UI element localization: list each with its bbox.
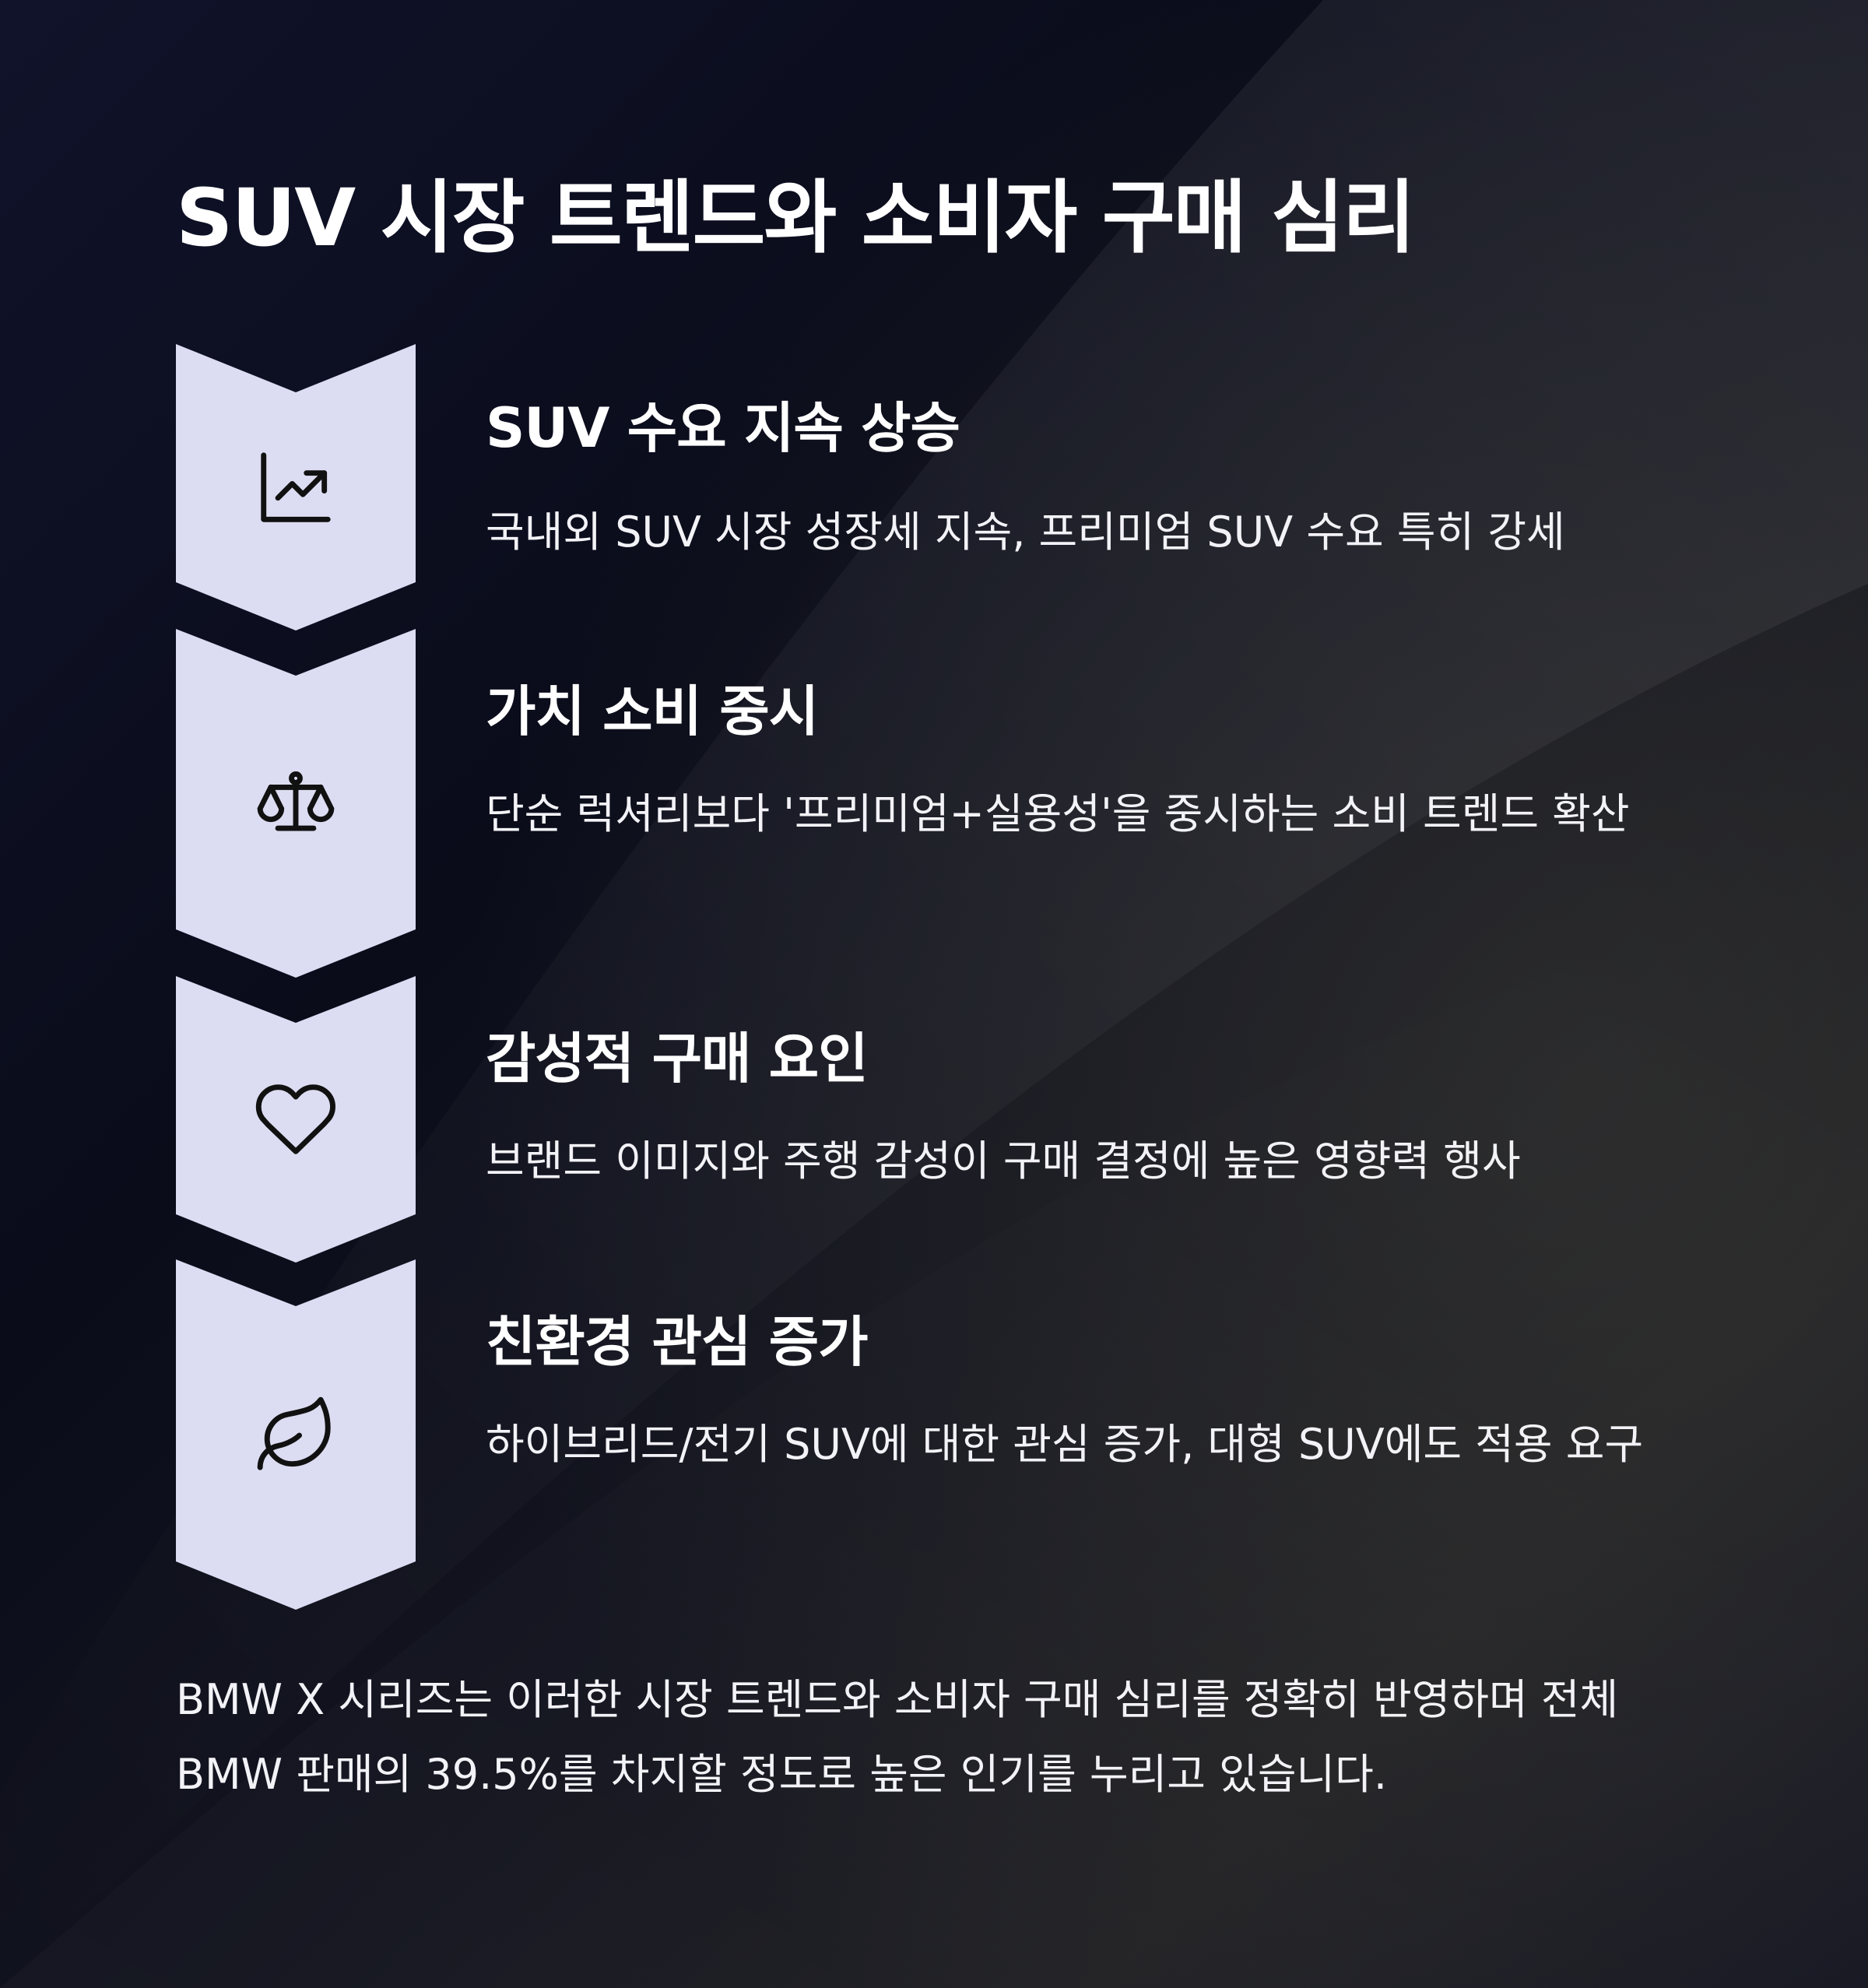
- step-description: 국내외 SUV 시장 성장세 지속, 프리미엄 SUV 수요 특히 강세: [486, 508, 1565, 557]
- balance-scale-icon: [257, 771, 335, 831]
- page-title: SUV 시장 트렌드와 소비자 구매 심리: [176, 172, 1416, 265]
- summary-text: BMW X 시리즈는 이러한 시장 트렌드와 소비자 구매 심리를 정확히 반영…: [176, 1675, 1619, 1799]
- chevron-card: [176, 976, 416, 1263]
- step-description: 하이브리드/전기 SUV에 대한 관심 증가, 대형 SUV에도 적용 요구: [486, 1420, 1644, 1469]
- step-title: 친환경 관심 증가: [486, 1310, 869, 1374]
- step-title: 가치 소비 중시: [486, 680, 819, 743]
- step-description: 단순 럭셔리보다 '프리미엄+실용성'을 중시하는 소비 트렌드 확산: [486, 789, 1630, 838]
- heart-icon: [255, 1084, 335, 1154]
- leaf-icon: [257, 1396, 331, 1470]
- step-title: 감성적 구매 요인: [486, 1027, 869, 1091]
- trending-up-chart-icon: [261, 452, 331, 522]
- step-title: SUV 수요 지속 상승: [486, 396, 960, 460]
- chevron-card: [176, 1259, 416, 1610]
- step-description: 브랜드 이미지와 주행 감성이 구매 결정에 높은 영향력 행사: [486, 1136, 1521, 1185]
